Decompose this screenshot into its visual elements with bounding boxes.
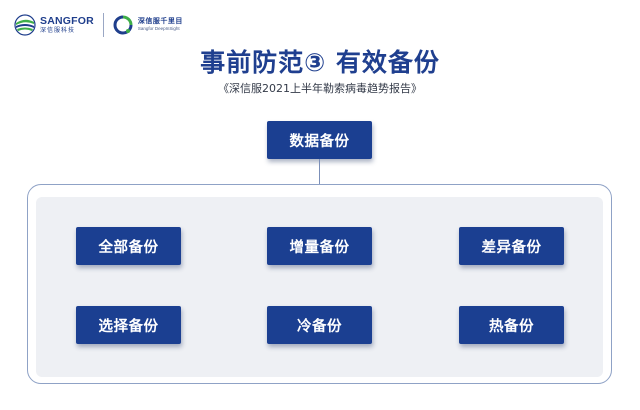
deepinsight-name: 深信服千里目 xyxy=(137,17,183,26)
page-title: 事前防范③ 有效备份 xyxy=(200,48,440,77)
child-node-selective-backup: 选择备份 xyxy=(76,306,181,344)
deepinsight-logo: 深信服千里目 Sangfor DeepInSight xyxy=(113,15,183,35)
sangfor-name: SANGFOR xyxy=(40,14,94,27)
child-node-full-backup: 全部备份 xyxy=(76,227,181,265)
child-node-cold-backup: 冷备份 xyxy=(267,306,372,344)
logo-divider xyxy=(102,13,104,37)
sangfor-cn-name: 深信服科技 xyxy=(40,27,76,35)
page-subtitle: 《深信服2021上半年勒索病毒趋势报告》 xyxy=(218,82,422,95)
root-node-data-backup: 数据备份 xyxy=(267,121,372,159)
child-node-hot-backup: 热备份 xyxy=(459,306,564,344)
header-logos: SANGFOR 深信服科技 深信服千里目 Sangfor DeepInSight xyxy=(14,12,183,38)
child-node-differential-backup: 差异备份 xyxy=(459,227,564,265)
sangfor-logo-icon xyxy=(14,14,36,36)
deepinsight-en-name: Sangfor DeepInSight xyxy=(137,26,180,32)
sangfor-logo: SANGFOR 深信服科技 xyxy=(14,14,94,36)
root-connector-line xyxy=(319,159,320,185)
child-node-incremental-backup: 增量备份 xyxy=(267,227,372,265)
children-panel-inner xyxy=(36,197,603,377)
deepinsight-logo-icon xyxy=(113,15,133,35)
